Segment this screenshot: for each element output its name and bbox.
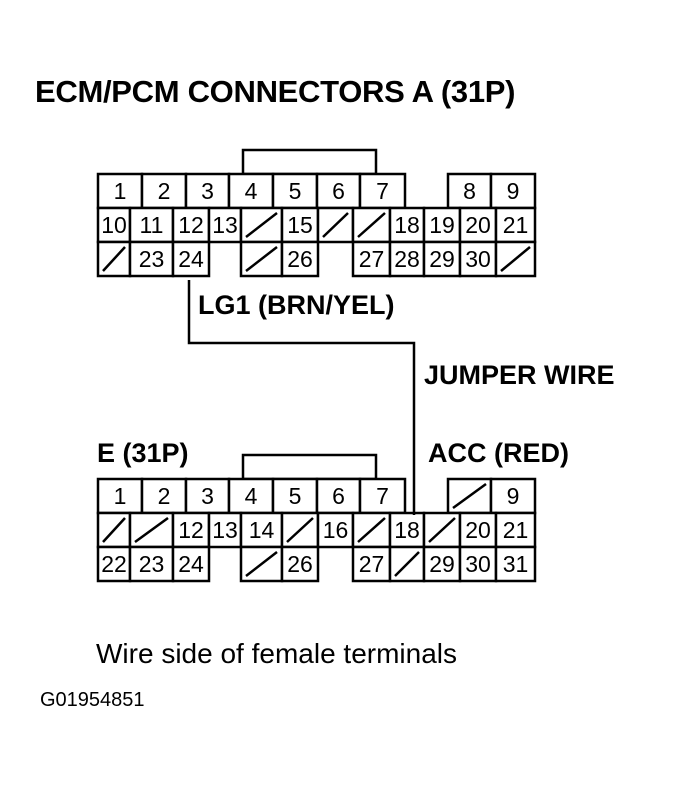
terminal-number: 29 — [429, 246, 455, 272]
unused-terminal-mark — [452, 482, 487, 510]
terminal-cell — [280, 206, 320, 244]
terminal-number: 14 — [249, 517, 275, 543]
unused-terminal-mark — [134, 516, 169, 544]
terminal-number: 23 — [139, 551, 165, 577]
terminal-number: 5 — [289, 178, 302, 204]
terminal-cell — [171, 545, 211, 583]
terminal-number: 20 — [465, 517, 491, 543]
terminal-number: 21 — [503, 517, 529, 543]
terminal-number: 22 — [101, 551, 127, 577]
jumper-wire-label: JUMPER WIRE — [424, 360, 615, 390]
terminal-number: 2 — [158, 178, 171, 204]
unused-terminal-mark — [357, 517, 386, 543]
wire-lg1 — [187, 280, 416, 515]
unused-terminal-mark — [245, 246, 278, 272]
terminal-number: 5 — [289, 483, 302, 509]
connector-lock-tab — [241, 148, 378, 176]
unused-terminal-mark — [245, 551, 278, 577]
unused-terminal-mark — [500, 246, 531, 272]
unused-terminal-mark — [102, 517, 126, 543]
terminal-cell — [388, 240, 426, 278]
terminal-number: 28 — [394, 246, 420, 272]
wire-label-acc: ACC (RED) — [428, 438, 569, 468]
terminal-cell — [422, 545, 462, 583]
terminal-number: 6 — [332, 178, 345, 204]
terminal-number: 24 — [178, 246, 204, 272]
terminal-number: 4 — [245, 178, 258, 204]
terminal-cell — [280, 240, 320, 278]
unused-terminal-mark — [286, 517, 314, 543]
terminal-number: 30 — [465, 246, 491, 272]
terminal-number: 31 — [503, 551, 529, 577]
figure-id: G01954851 — [40, 689, 145, 711]
terminal-number: 2 — [158, 483, 171, 509]
terminal-number: 27 — [359, 551, 385, 577]
wire-label-lg1: LG1 (BRN/YEL) — [198, 290, 395, 320]
connector-e-label: E (31P) — [97, 438, 189, 468]
terminal-number: 13 — [212, 517, 238, 543]
terminal-number: 23 — [139, 246, 165, 272]
terminal-cell — [494, 206, 537, 244]
terminal-number: 6 — [332, 483, 345, 509]
terminal-number: 29 — [429, 551, 455, 577]
terminal-cell — [227, 477, 275, 515]
terminal-cell — [171, 240, 211, 278]
terminal-number: 15 — [287, 212, 313, 238]
terminal-number: 9 — [507, 178, 520, 204]
terminal-cell — [207, 206, 243, 244]
terminal-number: 12 — [178, 212, 204, 238]
terminal-number: 9 — [507, 483, 520, 509]
terminal-cell — [494, 545, 537, 583]
unused-terminal-mark — [428, 517, 456, 543]
terminal-cell — [171, 206, 211, 244]
terminal-number: 18 — [394, 517, 420, 543]
terminal-number: 27 — [359, 246, 385, 272]
unused-terminal-mark — [245, 212, 278, 238]
terminal-number: 24 — [178, 551, 204, 577]
terminal-number: 21 — [503, 212, 529, 238]
terminal-number: 26 — [287, 246, 313, 272]
unused-terminal-mark — [322, 212, 349, 238]
connector-lock-tab — [241, 453, 378, 481]
terminal-number: 26 — [287, 551, 313, 577]
terminal-cell — [388, 206, 426, 244]
terminal-number: 1 — [114, 178, 127, 204]
terminal-number: 3 — [201, 178, 214, 204]
diagram-title: ECM/PCM CONNECTORS A (31P) — [35, 74, 516, 109]
terminal-number: 8 — [463, 178, 476, 204]
terminal-number: 11 — [140, 212, 164, 238]
terminal-cell — [458, 545, 498, 583]
terminal-number: 7 — [376, 178, 389, 204]
terminal-number: 3 — [201, 483, 214, 509]
terminal-number: 7 — [376, 483, 389, 509]
unused-terminal-mark — [102, 246, 126, 272]
terminal-number: 1 — [114, 483, 127, 509]
caption: Wire side of female terminals — [96, 638, 458, 669]
unused-terminal-mark — [394, 551, 420, 577]
terminal-number: 18 — [394, 212, 420, 238]
terminal-cell — [489, 477, 537, 515]
unused-terminal-mark — [357, 212, 386, 238]
terminal-number: 16 — [323, 517, 349, 543]
terminal-number: 13 — [212, 212, 238, 238]
terminal-number: 10 — [101, 212, 127, 238]
terminal-number: 20 — [465, 212, 491, 238]
terminal-number: 12 — [178, 517, 204, 543]
terminal-number: 4 — [245, 483, 258, 509]
terminal-cell — [280, 545, 320, 583]
terminal-number: 30 — [465, 551, 491, 577]
terminal-number: 19 — [429, 212, 455, 238]
